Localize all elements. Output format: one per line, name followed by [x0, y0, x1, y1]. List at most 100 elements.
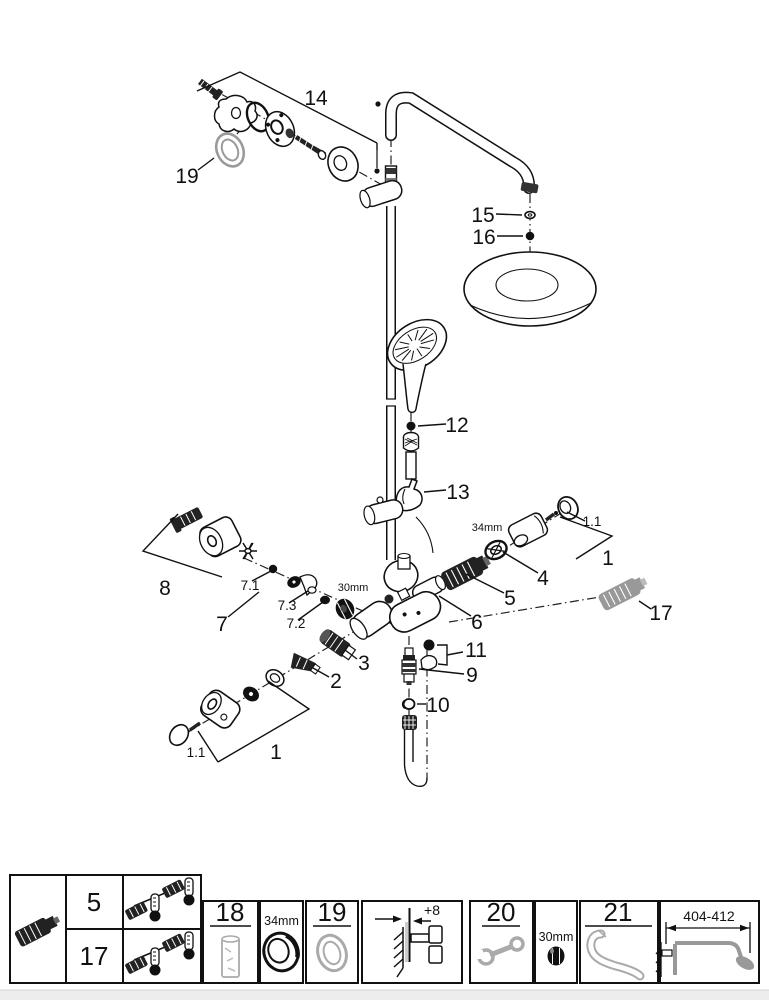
thermometer-variant-icon-row17 [125, 931, 195, 976]
leader-2 [312, 667, 330, 678]
oval-ring-icon [316, 933, 348, 973]
part1-escutcheon-cup [199, 689, 241, 729]
nut-30mm [335, 598, 355, 620]
cell-range-404-412: 404-412 [655, 900, 760, 984]
part11-seal [423, 639, 435, 651]
callout-8: 8 [159, 577, 171, 600]
hose-connector [402, 431, 420, 480]
part17-check-valve-gray [598, 577, 648, 611]
callout-7-3: 7.3 [278, 598, 297, 613]
check-valve-icon [14, 915, 61, 947]
o-ring [245, 101, 271, 133]
callout-13: 13 [446, 481, 469, 504]
part16-seal [525, 231, 535, 241]
callout-5: 5 [504, 587, 516, 610]
part1-1-oval-cap [168, 723, 190, 747]
part14-fastener-set [198, 78, 359, 182]
callout-1-1-left: 1.1 [187, 745, 206, 760]
pipe-end-nut [520, 182, 539, 194]
size-label-30mm: 30mm [338, 582, 369, 594]
bracket-14 [196, 71, 378, 144]
callout-19: 19 [175, 165, 198, 188]
callout-10: 10 [426, 694, 449, 717]
hand-shower-group [363, 318, 448, 554]
shower-hose [403, 730, 428, 788]
leader-1-1-right [566, 511, 586, 522]
callout-4: 4 [537, 567, 549, 590]
union-screw-dot [374, 168, 380, 174]
below-valve-chain [401, 639, 438, 788]
part7-3-ring [287, 576, 301, 588]
callout-1-right: 1 [602, 547, 614, 570]
part19-gray-ring [214, 132, 246, 168]
leader-19 [197, 157, 215, 171]
size-label-34mm: 34mm [472, 522, 503, 534]
mounting-plate [213, 94, 258, 133]
bracket-1-right [559, 516, 614, 560]
callout-14: 14 [304, 87, 328, 110]
part2-cone [290, 652, 321, 675]
callout-16: 16 [472, 226, 495, 249]
thermostat-valve-body [349, 552, 447, 640]
wall-offset-icon [375, 908, 443, 978]
bracket-1-left [217, 680, 311, 763]
leader-7-1 [251, 570, 272, 582]
callout-2: 2 [330, 670, 342, 693]
cell-30mm: 30mm [534, 900, 578, 984]
part1-sleeve [507, 512, 549, 548]
cell-19: 19 [305, 897, 359, 984]
callout-labels: 14 19 15 16 12 13 34mm 1.1 1 4 5 6 17 8 … [159, 87, 673, 764]
leader-9 [418, 668, 465, 675]
hose-end-tube [405, 451, 417, 480]
thermometer-variant-icon-row5 [125, 877, 195, 922]
variant-row-17-number: 17 [80, 941, 109, 971]
wall-union [359, 101, 403, 209]
hose-nut [402, 715, 417, 730]
leader-15 [495, 213, 523, 216]
cell-offset-plus8: +8 [361, 900, 463, 984]
wrench-icon [474, 936, 525, 966]
leader-7-3 [288, 590, 309, 604]
leader-4 [502, 551, 539, 574]
leader-6 [438, 595, 472, 617]
head-shower-group [463, 210, 597, 327]
shower-arm-icon [586, 929, 645, 981]
part9-check-valve [401, 647, 417, 685]
cell-21-number: 21 [604, 897, 633, 927]
part15-washer [524, 210, 536, 220]
part4-ring-34mm [484, 539, 508, 561]
leader-17 [638, 600, 652, 610]
right-chain [441, 495, 648, 611]
part1-black-ring [243, 686, 259, 702]
hand-shower-head [386, 318, 448, 372]
escutcheon-ring [327, 146, 359, 182]
part8-screw-fitting [169, 507, 203, 533]
flange [264, 110, 296, 148]
shower-pipe [385, 91, 539, 194]
leader-3 [344, 649, 358, 660]
arm-profile-icon [661, 941, 755, 975]
cell-20: 20 [469, 897, 534, 984]
wall-screw-dot [375, 101, 381, 107]
retainer-star-clip [239, 542, 257, 560]
hand-shower-handle [402, 363, 427, 414]
callout-12: 12 [445, 414, 468, 437]
leader-7-2 [297, 601, 324, 621]
callout-15: 15 [471, 204, 494, 227]
part3-cartridge [319, 629, 357, 661]
range-dimension-label: 404-412 [683, 908, 735, 924]
shower-rail [386, 206, 396, 560]
callout-3: 3 [358, 652, 370, 675]
cell-18-number: 18 [216, 897, 245, 927]
callout-9: 9 [466, 664, 478, 687]
part1-1-cap-ring-right [557, 495, 579, 521]
bracket-11 [437, 644, 464, 666]
part5-check-valve [441, 555, 491, 591]
part1-screw-right [544, 511, 558, 522]
cell-20-number: 20 [487, 897, 516, 927]
part10-ring [401, 698, 416, 710]
leader-1-1-left [197, 730, 219, 763]
part8-escutcheon [198, 516, 242, 558]
arm-dimension-icon [655, 922, 751, 977]
